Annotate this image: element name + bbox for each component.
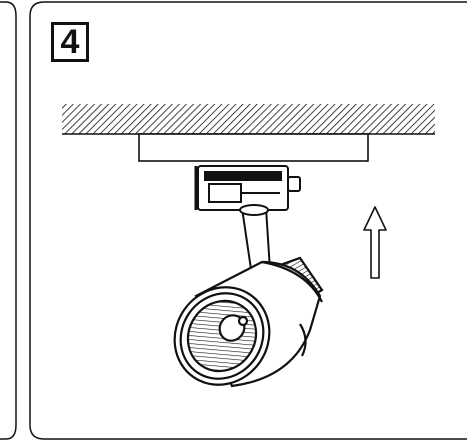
- previous-panel-border: [0, 1, 17, 440]
- step-number-badge: 4: [51, 22, 89, 62]
- panel-border: [29, 1, 467, 440]
- track-rail-icon: [138, 133, 369, 162]
- track-adapter-icon: [194, 165, 301, 211]
- up-arrow-icon: [363, 206, 387, 279]
- ceiling-hatch-icon: [62, 104, 435, 135]
- track-spotlight-icon: [173, 256, 324, 388]
